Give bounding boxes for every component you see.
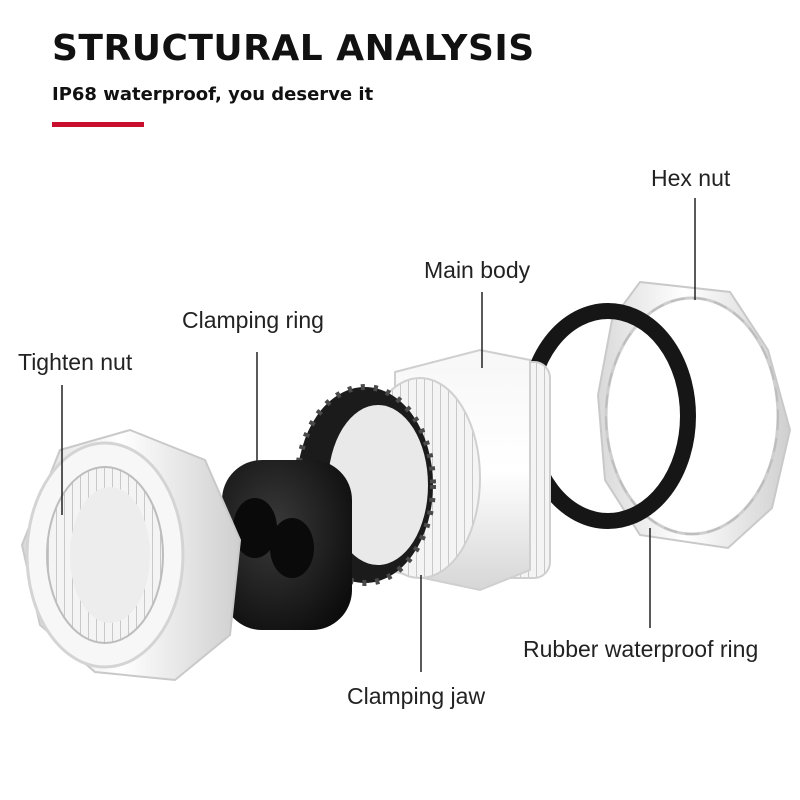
label-clamping-jaw: Clamping jaw: [347, 683, 485, 709]
accent-bar: [52, 122, 144, 127]
label-clamping-ring: Clamping ring: [182, 307, 324, 333]
label-main-body: Main body: [424, 257, 531, 283]
label-tighten-nut: Tighten nut: [18, 349, 133, 375]
page-title: STRUCTURAL ANALYSIS: [52, 28, 535, 69]
label-rubber-ring: Rubber waterproof ring: [523, 636, 758, 662]
page-subtitle: IP68 waterproof, you deserve it: [52, 84, 374, 105]
label-hex-nut: Hex nut: [651, 165, 731, 191]
tighten-nut-part: [20, 428, 242, 682]
clamping-ring-part: [222, 460, 352, 630]
